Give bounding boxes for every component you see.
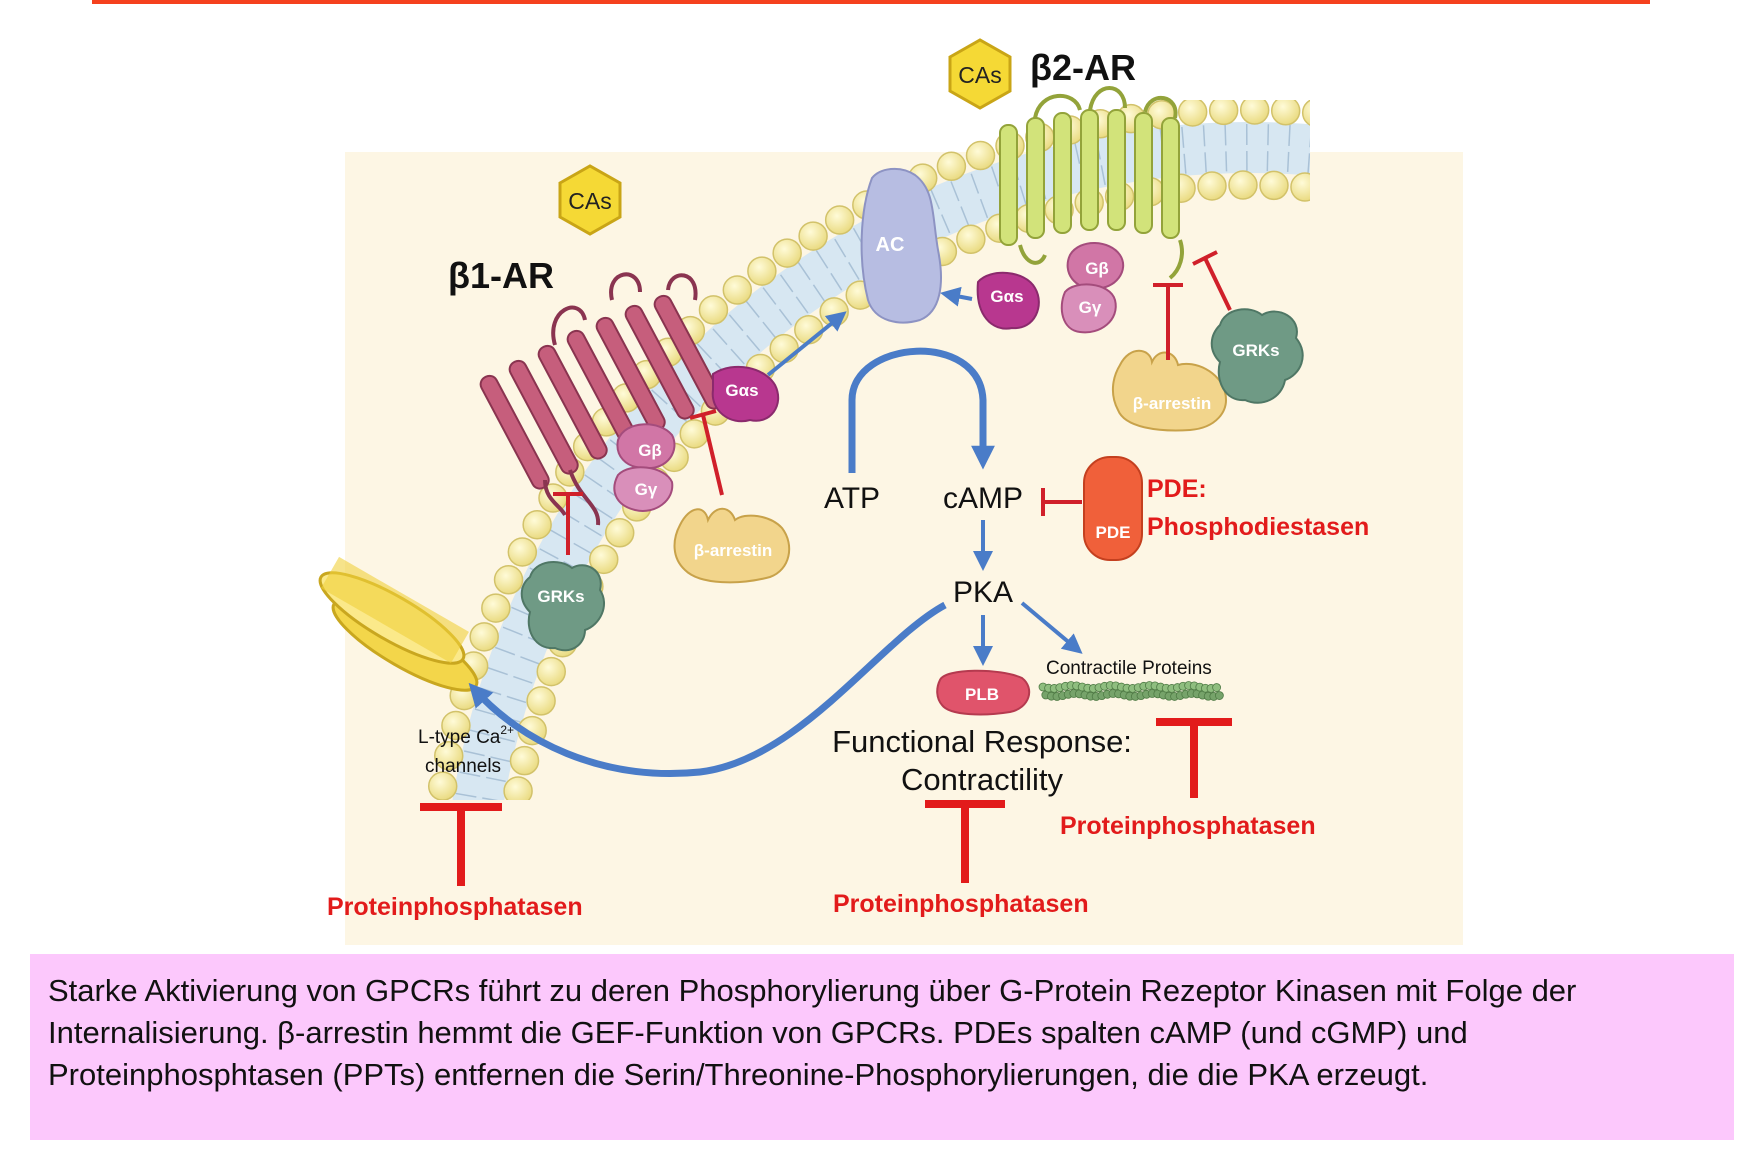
l-type-label: L-type Ca2+ [418,723,514,748]
phosphatase-label-3: Proteinphosphatasen [1060,812,1316,840]
inhibit-grks-right [1192,250,1232,311]
pde-enzyme: PDE [1083,456,1143,561]
adenylyl-cyclase: AC [860,167,942,324]
cas-label-1: CAs [568,188,611,214]
grks-right: GRKs [1210,308,1304,404]
beta-arrestin-label-left: β-arrestin [694,541,772,560]
inhibit-phosphatase-contractile-proteins [1156,718,1232,798]
top-rule [92,0,1650,4]
g-alpha-s-left: Gαs [711,365,780,423]
grks-label-right: GRKs [1232,341,1279,360]
beta1-receptor [479,272,724,526]
arrow-gas-to-ac-left [766,311,847,377]
beta2-receptor [999,86,1184,280]
g-alpha-s-right: Gαs [976,271,1040,330]
phosphatase-label-1: Proteinphosphatasen [327,893,583,921]
pde-title: PDE: [1147,475,1207,503]
contractile-proteins-label: Contractile Proteins [1046,658,1212,679]
pde-label: PDE [1096,523,1131,542]
ac-label: AC [876,234,905,256]
inhibit-phosphatase-ltype [420,803,502,886]
contractile-filament [1038,681,1224,701]
inhibit-barr-right [1153,283,1183,360]
g-gamma-label-right: Gγ [1079,298,1102,317]
arrow-atp-to-camp [848,347,995,473]
catecholamine-hexagon-1: CAs [558,164,622,236]
functional-response-label: Functional Response: [832,724,1132,759]
plb-label: PLB [965,685,999,704]
arrow-pka-to-ltype [468,601,947,777]
inhibit-barr-left [689,409,724,496]
caption-box: Starke Aktivierung von GPCRs führt zu de… [30,954,1734,1140]
channels-label: channels [425,756,501,777]
g-beta-right: Gβ [1066,242,1125,290]
camp-label: cAMP [943,482,1023,515]
beta2-ar-title: β2-AR [1030,47,1136,88]
g-gamma-right: Gγ [1060,283,1117,334]
g-beta-label-left: Gβ [638,441,662,460]
pde-description: Phosphodiestasen [1147,513,1369,541]
grks-left: GRKs [520,560,605,652]
cas-label-2: CAs [958,62,1001,88]
arrow-gas-to-ac-right [940,286,973,307]
l-type-calcium-channel [318,556,479,692]
contractility-label: Contractility [901,762,1063,797]
inhibit-grks-left [553,492,583,555]
arrow-pka-to-contractile [1020,601,1083,654]
plb-protein: PLB [936,669,1031,716]
g-gamma-left: Gγ [613,466,674,512]
g-alpha-s-label-left: Gαs [725,381,758,400]
g-gamma-label-left: Gγ [635,480,658,499]
pka-label: PKA [953,576,1013,609]
inhibit-phosphatase-contractility [925,800,1005,883]
g-alpha-s-label-right: Gαs [990,287,1023,306]
catecholamine-hexagon-2: CAs [948,38,1012,110]
g-beta-label-right: Gβ [1085,259,1109,278]
beta-arrestin-left: β-arrestin [673,507,791,584]
atp-label: ATP [824,482,880,515]
g-beta-left: Gβ [616,423,676,470]
grks-label-left: GRKs [537,587,584,606]
beta1-ar-title: β1-AR [448,255,554,296]
beta-arrestin-label-right: β-arrestin [1133,394,1211,413]
inhibit-pde-camp [1041,488,1082,516]
phosphatase-label-2: Proteinphosphatasen [833,890,1089,918]
